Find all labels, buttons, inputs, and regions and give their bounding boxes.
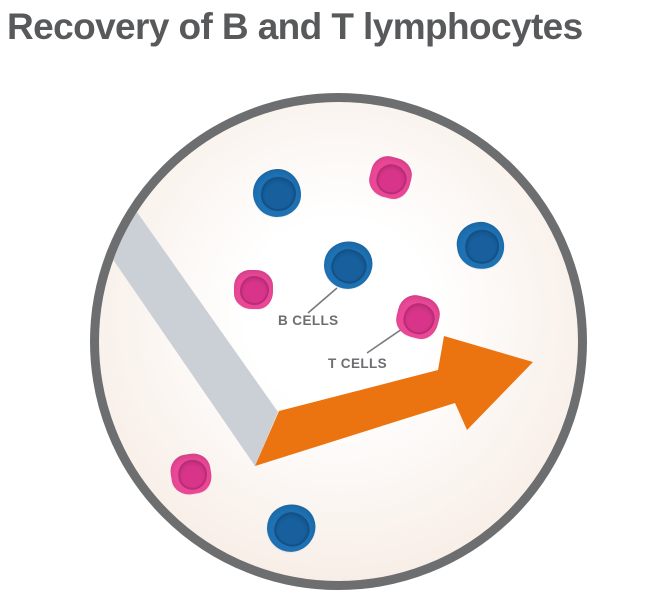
b-cell-nucleus <box>261 176 296 212</box>
t-cell-nucleus <box>240 275 270 305</box>
diagram-shapes <box>99 178 533 466</box>
infusion-beam-shape <box>99 178 278 466</box>
b-cells-label: B CELLS <box>278 313 339 328</box>
lymphocyte-diagram-circle: B CELLS T CELLS <box>90 93 587 590</box>
t-cell-nucleus <box>175 457 210 492</box>
t-cell-nucleus <box>400 299 438 338</box>
recovery-arrow-icon <box>255 336 533 466</box>
t-cells-leader-line <box>366 328 403 354</box>
b-cell-nucleus <box>462 226 502 266</box>
b-cells-leader-line <box>307 287 338 314</box>
b-cell <box>253 169 301 217</box>
page-title: Recovery of B and T lymphocytes <box>7 6 583 47</box>
t-cell <box>233 269 273 309</box>
t-cells-label: T CELLS <box>328 356 388 371</box>
t-cell-nucleus <box>372 160 410 197</box>
